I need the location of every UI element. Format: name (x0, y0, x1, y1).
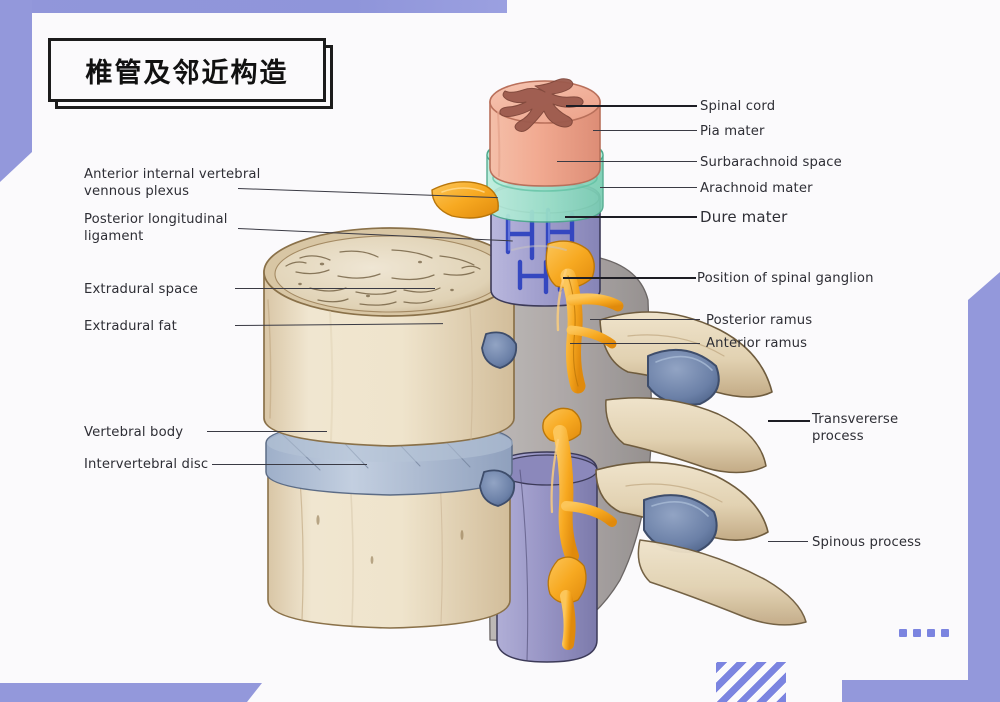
leader-line-arachnoid-mater (600, 187, 697, 188)
decoration-bottom-right-band (842, 680, 1000, 702)
title-main-frame: 椎管及邻近构造 (48, 38, 326, 102)
decoration-bottom-left-band (0, 683, 262, 702)
label-spinal-cord: Spinal cord (700, 99, 776, 114)
decoration-top-band (0, 0, 507, 13)
label-spinal-ganglion: Position of spinal ganglion (697, 271, 874, 286)
decoration-right-band (968, 272, 1000, 702)
label-anterior-ramus: Anterior ramus (706, 336, 808, 351)
label-spinous-process: Spinous process (812, 535, 922, 550)
leader-line-extradural-space (235, 288, 435, 289)
label-extradural-space: Extradural space (84, 282, 198, 297)
label-posterior-longitudinal-ligament: Posterior longitudinal ligament (84, 212, 228, 244)
leader-line-dura-mater (565, 216, 697, 218)
label-anterior-venous-plexus: Anterior internal vertebral vennous plex… (84, 167, 261, 199)
leader-line-posterior-ramus (590, 319, 700, 320)
label-dura-mater: Dure mater (700, 208, 788, 226)
decoration-dot (941, 629, 949, 637)
leader-line-spinal-ganglion (563, 277, 696, 279)
label-posterior-ramus: Posterior ramus (706, 313, 813, 328)
label-intervertebral-disc: Intervertebral disc (84, 457, 209, 472)
page-title: 椎管及邻近构造 (85, 57, 289, 89)
label-vertebral-body: Vertebral body (84, 425, 184, 440)
decoration-square-dots (899, 629, 949, 638)
leader-line-intervertebral-disc (212, 464, 367, 465)
leader-line-pia-mater (593, 130, 697, 131)
leader-line-spinous-process (768, 541, 808, 542)
decoration-diagonal-stripes (716, 662, 786, 702)
leader-line-vertebral-body (207, 431, 327, 432)
label-arachnoid-mater: Arachnoid mater (700, 181, 813, 196)
decoration-dot (927, 629, 935, 637)
label-extradural-fat: Extradural fat (84, 319, 177, 334)
leader-line-anterior-ramus (570, 343, 700, 344)
decoration-left-band (0, 0, 32, 182)
title-box: 椎管及邻近构造 (48, 38, 333, 109)
leader-line-spinal-cord (566, 105, 697, 107)
leader-line-subarachnoid-space (557, 161, 697, 162)
decoration-dot (899, 629, 907, 637)
label-subarachnoid-space: Surbarachnoid space (700, 155, 842, 170)
label-transverse-process: Transvererse process (812, 412, 899, 444)
leader-line-transverse-process (768, 420, 810, 422)
decoration-dot (913, 629, 921, 637)
label-pia-mater: Pia mater (700, 124, 765, 139)
